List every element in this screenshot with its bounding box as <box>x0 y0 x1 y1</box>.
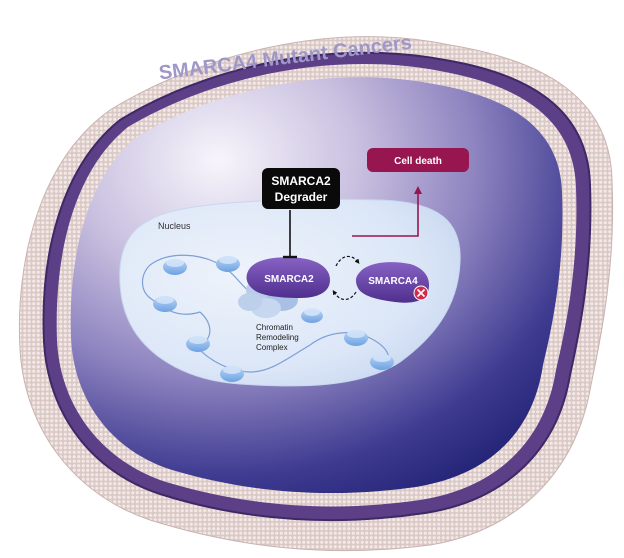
complex-label-line2: Remodeling <box>256 333 299 342</box>
complex-label-line3: Complex <box>256 343 288 352</box>
cell-death-box: Cell death <box>367 148 469 172</box>
nucleosome-5 <box>220 366 244 382</box>
nucleosome-3 <box>153 296 177 312</box>
nucleosome-8 <box>301 308 323 323</box>
nucleosome-1 <box>163 259 187 275</box>
mutation-x-icon <box>413 285 429 301</box>
nucleosome-4 <box>186 336 210 352</box>
chromatin-strand-2 <box>194 344 311 373</box>
smarca2-protein: SMARCA2 <box>246 257 330 298</box>
chromatin-strand <box>141 254 390 371</box>
degrader-line1: SMARCA2 <box>271 174 331 188</box>
nucleosome-7 <box>370 354 394 370</box>
smarca2-label: SMARCA2 <box>264 274 314 285</box>
nucleus-label: Nucleus <box>158 221 191 231</box>
complex-label-line1: Chromatin <box>256 323 293 332</box>
smarca4-protein: SMARCA4 <box>355 262 430 303</box>
interaction-arrow-bottom <box>332 289 357 301</box>
interaction-arrow-top <box>335 255 360 267</box>
cell-death-arrow <box>352 186 422 237</box>
nucleosome-2 <box>216 256 240 272</box>
degrader-box: SMARCA2 Degrader <box>262 168 340 209</box>
cell-death-label: Cell death <box>394 156 442 167</box>
smarca4-label: SMARCA4 <box>368 276 418 287</box>
degrader-line2: Degrader <box>275 190 328 204</box>
nucleosome-6 <box>344 330 368 346</box>
